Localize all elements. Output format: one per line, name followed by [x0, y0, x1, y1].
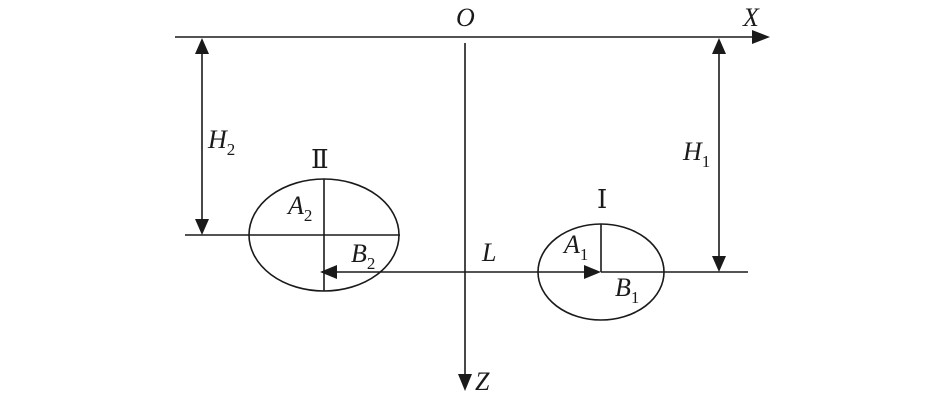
z-axis-label: Z	[475, 367, 490, 396]
b2-label: B2	[351, 239, 375, 273]
h2-bottom-arrow-icon	[195, 219, 209, 235]
x-axis-label: X	[742, 3, 760, 32]
a2-label: A2	[286, 191, 312, 225]
h1-label: H1	[682, 137, 710, 171]
body-1-label: Ⅰ	[597, 185, 607, 214]
origin-label: O	[456, 3, 475, 32]
h2-label: H2	[207, 125, 235, 159]
h2-top-arrow-icon	[195, 38, 209, 54]
l-left-arrow-icon	[320, 265, 337, 279]
h1-bottom-arrow-icon	[712, 256, 726, 272]
body-2-label: Ⅱ	[311, 145, 329, 174]
x-axis-arrow-icon	[752, 30, 770, 44]
z-axis-arrow-icon	[458, 374, 472, 391]
l-right-arrow-icon	[584, 265, 601, 279]
b1-label: B1	[615, 273, 639, 307]
h1-top-arrow-icon	[712, 38, 726, 54]
a1-label: A1	[562, 230, 588, 264]
l-label: L	[481, 238, 496, 267]
